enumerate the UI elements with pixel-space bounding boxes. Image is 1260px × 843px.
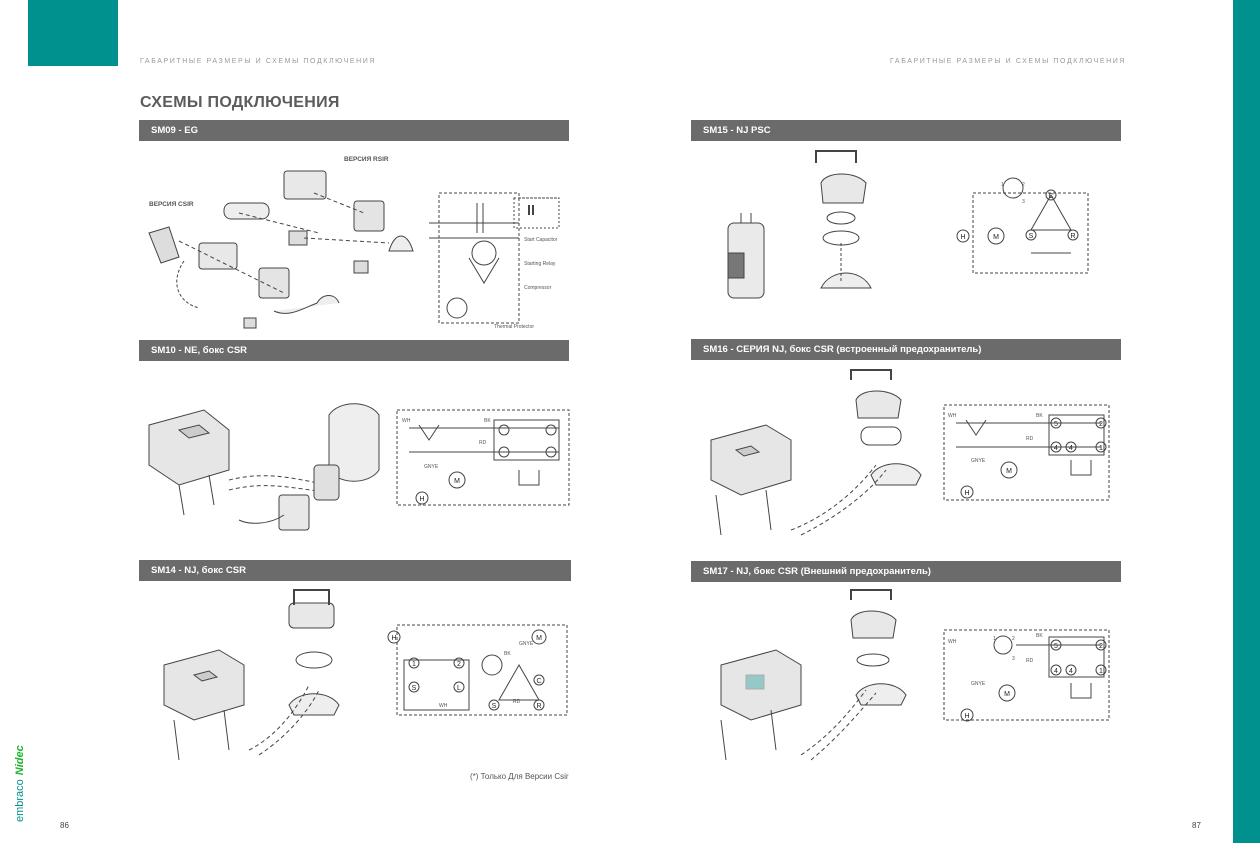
terminal-s2-sm14: S bbox=[492, 703, 497, 710]
sm16-figure: 5 2 4 4 1 M H WH BK RD GNYE bbox=[691, 365, 1131, 550]
sm15-figure: C S R M H 1 2 3 bbox=[691, 143, 1131, 323]
section-bar-sm15: SM15 - NJ PSC bbox=[691, 120, 1121, 141]
terminal-r-sm14: R bbox=[536, 703, 541, 710]
terminal-c-sm14: C bbox=[536, 678, 541, 685]
terminal-3-sm17: 3 bbox=[1012, 656, 1015, 662]
sm09-figure: ВЕРСИЯ RSIR ВЕРСИЯ CSIR Start Capacitor … bbox=[139, 143, 579, 338]
terminal-1-sm16: 1 bbox=[1099, 445, 1103, 452]
running-head-left: ГАБАРИТНЫЕ РАЗМЕРЫ И СХЕМЫ ПОДКЛЮЧЕНИЯ bbox=[140, 58, 377, 65]
terminal-2-sm14: 2 bbox=[457, 661, 461, 668]
page-number-right: 87 bbox=[1192, 821, 1201, 830]
label-compressor: Compressor bbox=[524, 285, 552, 291]
wire-label-gnye-sm17: GNYE bbox=[971, 681, 986, 687]
wire-label-wh-sm10: WH bbox=[402, 418, 411, 424]
wire-label-bk-sm10: BK bbox=[484, 418, 491, 424]
terminal-4-sm16: 4 bbox=[1054, 445, 1058, 452]
running-head-right: ГАБАРИТНЫЕ РАЗМЕРЫ И СХЕМЫ ПОДКЛЮЧЕНИЯ bbox=[890, 58, 1127, 65]
terminal-s-sm14: S bbox=[412, 685, 417, 692]
terminal-2-sm17: 2 bbox=[1012, 636, 1015, 642]
sm17-figure: 1 2 3 5 2 4 4 1 M H WH BK RD GNYE bbox=[691, 585, 1131, 770]
brand-embraco: embraco bbox=[14, 779, 26, 822]
wire-label-bk-sm14: BK bbox=[504, 651, 511, 657]
terminal-4b-sm17: 4 bbox=[1069, 668, 1073, 675]
section-bar-sm14: SM14 - NJ, бокс CSR bbox=[139, 560, 571, 581]
section-bar-sm17: SM17 - NJ, бокс CSR (Внешний предохранит… bbox=[691, 561, 1121, 582]
section-title: СХЕМЫ ПОДКЛЮЧЕНИЯ bbox=[140, 94, 340, 111]
accent-strip bbox=[1233, 0, 1260, 843]
footnote: (*) Только Для Версии Csir bbox=[470, 772, 569, 781]
wire-label-bk-sm16: BK bbox=[1036, 413, 1043, 419]
wire-label-rd-sm16: RD bbox=[1026, 436, 1034, 442]
accent-block bbox=[28, 0, 118, 66]
sm14-figure: H M 1 2 S L C S R BK GNYE WH RD bbox=[139, 585, 579, 770]
motor-symbol-sm15: M bbox=[993, 234, 999, 241]
motor-symbol-sm16: M bbox=[1006, 468, 1012, 475]
terminal-2-sm16: 2 bbox=[1099, 421, 1103, 428]
terminal-l-sm14: L bbox=[457, 685, 461, 692]
label-rsir: ВЕРСИЯ RSIR bbox=[344, 156, 389, 163]
terminal-1-sm14: 1 bbox=[412, 661, 416, 668]
label-start-capacitor: Start Capacitor bbox=[524, 237, 558, 243]
terminal-5-sm17: 5 bbox=[1054, 643, 1058, 650]
sm10-figure: M WH BK RD GNYE H bbox=[139, 370, 579, 550]
heater-symbol-sm10: H bbox=[419, 496, 424, 503]
terminal-1-sm15: 1 bbox=[1001, 182, 1004, 188]
terminal-2b-sm17: 2 bbox=[1099, 643, 1103, 650]
heater-symbol-sm15: H bbox=[960, 234, 965, 241]
wire-label-rd-sm10: RD bbox=[479, 440, 487, 446]
label-thermal-protector: Thermal Protector bbox=[494, 324, 534, 330]
terminal-1b-sm17: 1 bbox=[1099, 668, 1103, 675]
terminal-2-sm15: 2 bbox=[1022, 182, 1025, 188]
wire-label-bk-sm17: BK bbox=[1036, 633, 1043, 639]
terminal-4-sm17: 4 bbox=[1054, 668, 1058, 675]
terminal-c-sm15: C bbox=[1048, 193, 1053, 200]
terminal-s-sm15: S bbox=[1029, 233, 1034, 240]
motor-symbol-sm14: M bbox=[536, 635, 542, 642]
heater-symbol-sm16: H bbox=[964, 490, 969, 497]
wire-label-wh-sm16: WH bbox=[948, 413, 957, 419]
page-number-left: 86 bbox=[60, 821, 69, 830]
wire-label-gnye-sm16: GNYE bbox=[971, 458, 986, 464]
terminal-5-sm16: 5 bbox=[1054, 421, 1058, 428]
brand-logo: embraco Nidec bbox=[14, 722, 38, 822]
wire-label-wh-sm17: WH bbox=[948, 639, 957, 645]
wire-label-rd-sm17: RD bbox=[1026, 658, 1034, 664]
motor-symbol-sm10: M bbox=[454, 478, 460, 485]
wire-label-gnye-sm14: GNYE bbox=[519, 641, 534, 647]
label-csir: ВЕРСИЯ CSIR bbox=[149, 201, 194, 208]
terminal-3-sm15: 3 bbox=[1022, 199, 1025, 205]
wire-label-wh-sm14: WH bbox=[439, 703, 448, 709]
label-starting-relay: Starting Relay bbox=[524, 261, 556, 267]
heater-symbol-sm14: H bbox=[391, 635, 396, 642]
section-bar-sm10: SM10 - NE, бокс CSR bbox=[139, 340, 569, 361]
section-bar-sm16: SM16 - СЕРИЯ NJ, бокс CSR (встроенный пр… bbox=[691, 339, 1121, 360]
motor-symbol-sm17: M bbox=[1004, 691, 1010, 698]
terminal-1-sm17: 1 bbox=[993, 636, 996, 642]
section-bar-sm09: SM09 - EG bbox=[139, 120, 569, 141]
brand-nidec: Nidec bbox=[14, 745, 26, 776]
heater-symbol-sm17: H bbox=[964, 713, 969, 720]
wire-label-gnye-sm10: GNYE bbox=[424, 464, 439, 470]
wire-label-rd-sm14: RD bbox=[513, 699, 521, 705]
terminal-4b-sm16: 4 bbox=[1069, 445, 1073, 452]
terminal-r-sm15: R bbox=[1070, 233, 1075, 240]
